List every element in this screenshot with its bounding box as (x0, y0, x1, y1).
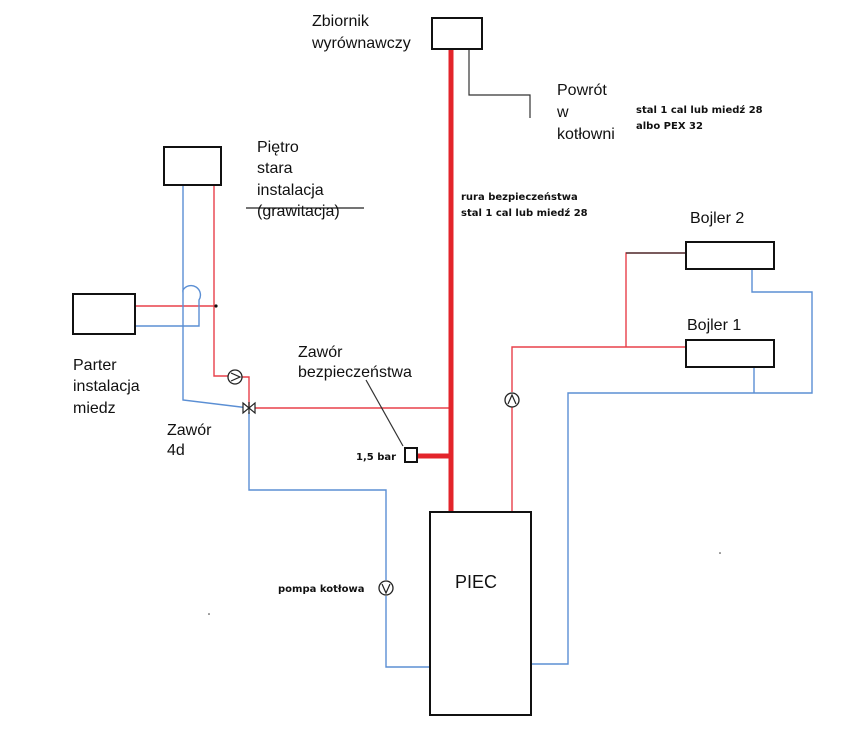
return-label-1: Powrót (557, 82, 607, 99)
furnace-label: PIEC (455, 572, 497, 592)
return-pipe-upstairs (182, 290, 250, 409)
four-way-valve (242, 401, 256, 415)
upstairs-radiator (163, 146, 222, 186)
supply-pipe-upstairs (213, 185, 230, 377)
upstairs-label-4: (grawitacja) (257, 203, 340, 220)
boiler2-label: Bojler 2 (690, 210, 744, 227)
safety-valve-label-2: bezpieczeństwa (298, 364, 412, 381)
safety-valve (404, 447, 418, 463)
return-label-2: w (556, 104, 569, 121)
boiler1-label: Bojler 1 (687, 317, 741, 334)
return-pipe-note-1: stal 1 cal lub miedź 28 (636, 104, 763, 116)
pump-arrow-icon (381, 583, 391, 595)
stray-dot-2 (208, 613, 210, 615)
furnace-pump (378, 580, 394, 596)
furnace (429, 511, 532, 716)
ground-label-1: Parter (73, 357, 117, 374)
safety-pipe-note-1: rura bezpieczeństwa (461, 191, 578, 203)
expansion-tank-label-2: wyrównawczy (311, 35, 411, 52)
return-line-boiler-room (468, 50, 531, 118)
expansion-tank (431, 17, 483, 50)
return-pipe-furnace-in (385, 596, 430, 668)
circuit-pump (227, 369, 243, 385)
ground-radiator (72, 293, 136, 335)
expansion-tank-label-1: Zbiornik (312, 13, 370, 30)
return-pipe-to-pump (248, 412, 387, 580)
supply-pipe-pump-out (240, 376, 250, 408)
four-way-label-2: 4d (167, 442, 185, 459)
safety-valve-leader (365, 379, 404, 447)
safety-pipe-note-2: stal 1 cal lub miedź 28 (461, 207, 588, 219)
misc-lines (208, 50, 721, 615)
ground-label-2: instalacja (73, 378, 140, 395)
pump-arrow-icon (230, 372, 242, 382)
four-way-label-1: Zawór (167, 422, 212, 439)
upstairs-label-3: instalacja (257, 182, 324, 199)
boiler-1 (685, 339, 775, 368)
boiler-2 (685, 241, 775, 270)
pipe-junction-dot (214, 304, 218, 308)
upstairs-label-2: stara (257, 160, 293, 177)
pump-arrow-icon (507, 393, 517, 405)
boiler-pump-label: pompa kotłowa (278, 584, 364, 595)
supply-pipe-boiler2 (625, 252, 686, 347)
return-label-3: kotłowni (557, 126, 615, 143)
ground-label-3: miedz (73, 400, 116, 417)
pressure-label: 1,5 bar (356, 452, 396, 463)
return-pipe-ground (136, 185, 202, 327)
stray-dot-1 (719, 552, 721, 554)
return-pipes (136, 185, 813, 668)
return-pipe-note-2: albo PEX 32 (636, 121, 703, 132)
safety-valve-label-1: Zawór (298, 344, 343, 361)
boiler-pump (504, 392, 520, 408)
upstairs-label-1: Piętro (257, 139, 299, 156)
supply-pipe-boiler1 (511, 346, 686, 392)
return-pipe-boiler2 (530, 270, 813, 665)
